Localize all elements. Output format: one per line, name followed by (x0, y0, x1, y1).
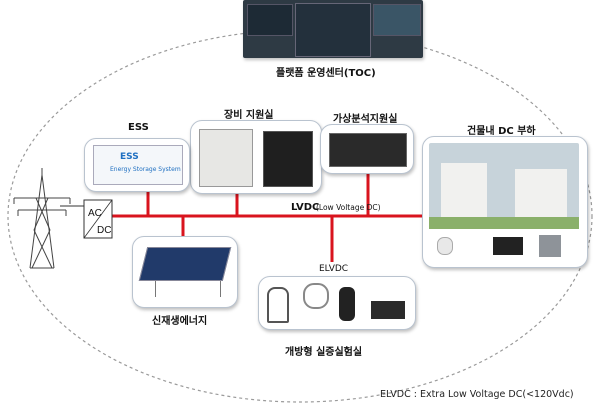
toc-screens (243, 0, 423, 58)
virtual-label: 가상분석지원실 (333, 114, 398, 125)
elvdc-label: ELVDC (319, 264, 349, 274)
bulb-icon (437, 237, 453, 255)
lawn (429, 217, 579, 229)
ess-box: ESS Energy Storage System (84, 138, 190, 192)
solar-panel-icon (138, 247, 232, 281)
building-render (429, 143, 579, 229)
lvdc-bus (112, 170, 448, 262)
equipment-label: 장비 지원실 (224, 110, 274, 121)
footnote: ELVDC : Extra Low Voltage DC(<120Vdc) (380, 389, 574, 400)
ess-label: ESS (128, 122, 149, 133)
ess-unit-name: ESS (120, 152, 139, 162)
monitor-left (247, 4, 293, 36)
fan-icon (303, 283, 329, 309)
testbed-box (258, 276, 416, 330)
monitor-right (373, 4, 421, 36)
building-block-right (515, 169, 567, 221)
printer-icon (539, 235, 561, 257)
lvdc-label: LVDC (291, 202, 320, 213)
boundary-ellipse (7, 29, 593, 403)
monitor-icon (493, 237, 523, 255)
building-box (422, 136, 588, 268)
testbed-label: 개방형 실증실험실 (285, 347, 363, 358)
converter-ac-text: AC (88, 208, 102, 219)
monitor-center (295, 3, 371, 57)
acdc-converter-icon (83, 199, 113, 239)
building-block-left (441, 163, 487, 219)
vacuum-icon (267, 287, 289, 323)
toc-label: 플랫폼 운영센터(TOC) (276, 68, 376, 79)
converter-dc-text: DC (97, 225, 111, 236)
speaker-icon (339, 287, 355, 321)
renewable-label: 신재생에너지 (152, 316, 208, 327)
renewable-box (132, 236, 238, 308)
ess-unit-caption: Energy Storage System (110, 166, 181, 173)
transmission-tower-icon (13, 168, 71, 269)
server-icon (329, 133, 407, 167)
ess-container-icon: ESS Energy Storage System (93, 145, 183, 185)
solar-stand (155, 281, 221, 297)
chamber-icon (199, 129, 253, 187)
phone-icon (371, 301, 405, 319)
building-label: 건물내 DC 부하 (467, 126, 536, 137)
virtual-box (320, 124, 414, 174)
cabinet-icon (263, 131, 313, 187)
equipment-box (190, 120, 322, 194)
lvdc-sub-label: (Low Voltage DC) (316, 203, 381, 212)
